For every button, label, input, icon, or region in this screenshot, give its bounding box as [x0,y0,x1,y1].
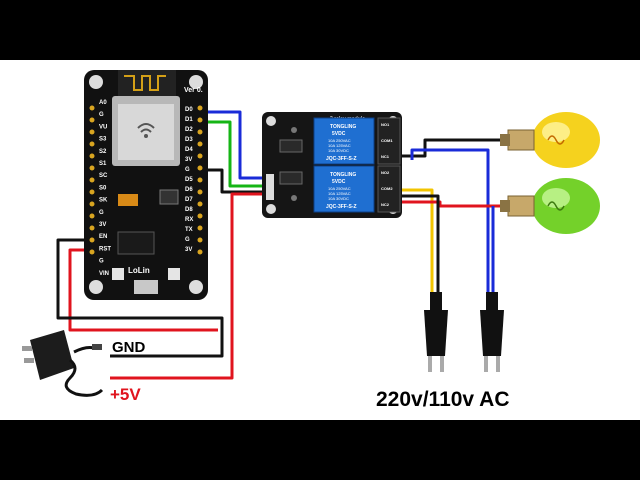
relay2-voltage: 5VDC [332,179,346,185]
relay1-model: JQC-3FF-S-Z [326,156,357,162]
relay-term-1: COM1 [381,138,393,143]
pin-left-7: S0 [99,185,107,191]
pin-left-3: S3 [99,137,107,143]
power-plug-icon [480,292,504,372]
pin-left-2: VU [99,124,107,130]
relay-term-0: NO1 [381,122,390,127]
relay2-brand: TONGLING [330,172,356,178]
pin-left-4: S2 [99,149,107,155]
relay2-spec1: 10A 250VAC [328,186,351,191]
relay1-spec1: 10A 250VAC [328,138,351,143]
pin-right-6: G [185,167,190,173]
pin-left-14: VIN [99,271,109,277]
pin-right-7: D5 [185,177,193,183]
pin-right-3: D3 [185,137,193,143]
power-adapter-icon [22,330,104,397]
pin-right-0: D0 [185,107,193,113]
ac-voltage-label: 220v/110v AC [376,388,510,411]
pin-right-12: TX [185,227,193,233]
relay-term-4: COM2 [381,186,393,191]
gnd-label: GND [112,339,146,356]
relay1-spec2: 10A 125VAC [328,143,351,148]
pin-right-1: D1 [185,117,193,123]
pin-left-10: 3V [99,222,106,228]
relay1-brand: TONGLING [330,124,356,130]
pin-right-2: D2 [185,127,193,133]
relay2-spec2: 10A 125VAC [328,191,351,196]
pin-right-10: D8 [185,207,193,213]
relay-term-2: NC1 [381,154,390,159]
wire-black-gnd [56,238,224,358]
pin-left-9: G [99,210,104,216]
pin-right-8: D6 [185,187,193,193]
light-bulb-icon [500,112,600,168]
light-bulb-icon [500,178,600,234]
pin-left-11: EN [99,234,107,240]
relay2-spec3: 10A 30VDC [328,196,349,201]
pin-left-13: G [99,259,104,265]
board-brand-label: LoLin [128,266,150,275]
relay2-icon [313,165,375,213]
wire-blue-bulb1 [410,148,490,300]
wire-black-signal-gnd [196,168,272,194]
pin-right-4: D4 [185,147,193,153]
pin-left-8: SK [99,198,108,204]
relay1-spec3: 10A 30VDC [328,148,349,153]
plus5v-label: +5V [110,385,141,404]
pin-left-6: SC [99,173,108,179]
pin-left-1: G [99,112,104,118]
relay-module-icon: 2 relay module TONGLING 5VDC 10A 250VAC … [262,112,402,218]
wire-black-bulb2 [402,194,440,300]
relay-term-3: NO2 [381,170,390,175]
power-plug-icon [424,292,448,372]
wire-red-vcc [110,192,272,380]
pin-right-11: RX [185,217,193,223]
wire-green-signal [196,120,272,188]
relay1-voltage: 5VDC [332,131,346,137]
wire-red-no2 [402,200,530,208]
wire-yellow-com2 [402,188,434,300]
pin-right-14: 3V [185,247,192,253]
nodemcu-board-icon: Ver 0. LoLin A0GVUS3S2S1SCS0SKG3VENRSTGV… [84,70,208,300]
board-version-label: Ver 0. [184,87,203,94]
pin-left-5: S1 [99,161,107,167]
relay2-model: JQC-3FF-S-Z [326,204,357,210]
pin-left-0: A0 [99,100,107,106]
pin-right-9: D7 [185,197,193,203]
pin-right-5: 3V [185,157,192,163]
relay1-icon [313,117,375,165]
pin-right-13: G [185,237,190,243]
pin-left-12: RST [99,246,111,252]
relay-term-5: NC2 [381,202,390,207]
